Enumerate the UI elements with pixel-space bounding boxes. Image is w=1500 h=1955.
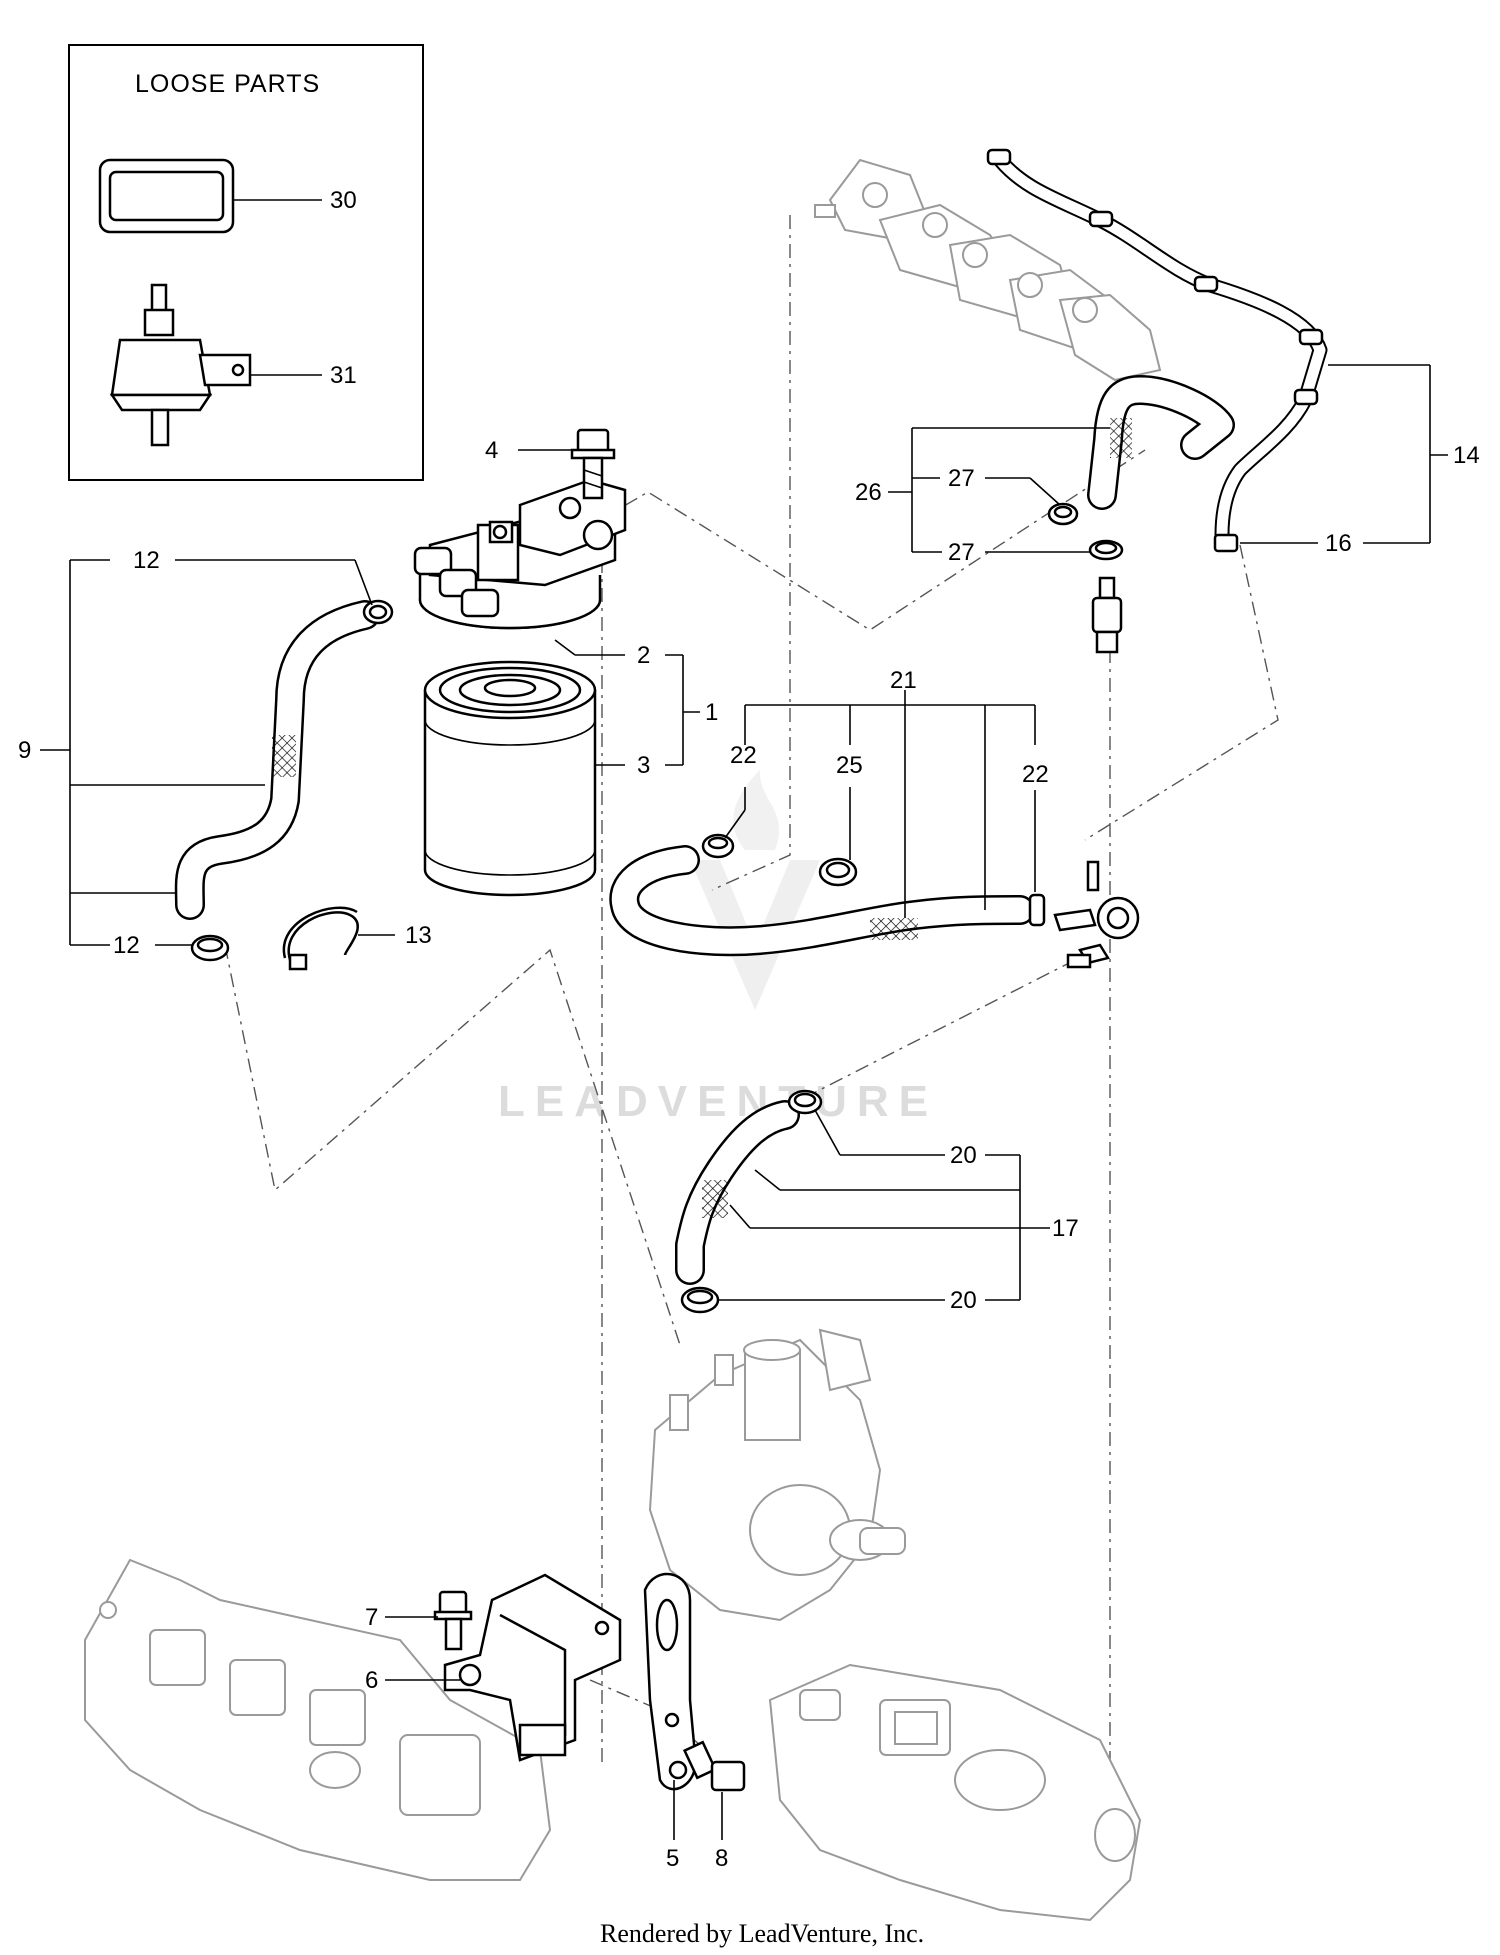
- filter-head-part-2[interactable]: [413, 478, 627, 630]
- callout-4: 4: [485, 437, 498, 464]
- callout-20-bottom: 20: [950, 1287, 977, 1314]
- loose-parts-box: [68, 44, 424, 481]
- callout-14: 14: [1453, 442, 1480, 469]
- intake-manifold-right: [768, 1663, 1142, 1922]
- hose-part-26[interactable]: [1087, 375, 1235, 510]
- fitting-part-16[interactable]: [1213, 533, 1239, 553]
- callout-27-bottom: 27: [948, 539, 975, 566]
- callout-30: 30: [330, 187, 357, 214]
- bolt-part-4[interactable]: [570, 428, 616, 500]
- callout-22-left: 22: [730, 742, 757, 769]
- bracket-part-6[interactable]: [443, 1573, 622, 1762]
- callout-27-top: 27: [948, 465, 975, 492]
- gasket-part-30[interactable]: [98, 158, 322, 234]
- inline-filter-part-31[interactable]: [109, 283, 322, 447]
- clamp-part-12-top[interactable]: [362, 599, 394, 625]
- clamp-part-25[interactable]: [818, 857, 858, 887]
- callout-labels: 30 31 4 12 12 9 2 1 3 13 14 26 27 27 16 …: [18, 187, 1480, 1872]
- callout-31: 31: [330, 362, 357, 389]
- clamp-part-12-bottom[interactable]: [190, 934, 230, 962]
- band-clamp-part-13[interactable]: [282, 906, 359, 971]
- injection-pump: [648, 1328, 906, 1622]
- clamp-part-20-bottom[interactable]: [680, 1286, 720, 1314]
- callout-13: 13: [405, 922, 432, 949]
- footer-credit: Rendered by LeadVenture, Inc.: [600, 1919, 924, 1948]
- clamp-part-22-right[interactable]: [1028, 893, 1046, 927]
- tee-fitting: [1053, 860, 1140, 969]
- fuel-rail-assembly: [814, 158, 1162, 382]
- callout-9: 9: [18, 737, 31, 764]
- callout-20-top: 20: [950, 1142, 977, 1169]
- watermark-text: LEADVENTURE: [498, 1077, 938, 1126]
- callout-16: 16: [1325, 530, 1352, 557]
- clamp-part-27-bottom[interactable]: [1088, 539, 1124, 561]
- callout-12-top: 12: [133, 547, 160, 574]
- callout-2: 2: [637, 642, 650, 669]
- callout-12-bottom: 12: [113, 932, 140, 959]
- hose-part-9[interactable]: [174, 600, 380, 920]
- loose-parts-title: LOOSE PARTS: [135, 70, 320, 98]
- clamp-part-22-left[interactable]: [701, 833, 735, 859]
- filter-cartridge-part-3[interactable]: [423, 660, 597, 897]
- callout-17: 17: [1052, 1215, 1079, 1242]
- callout-26: 26: [855, 479, 882, 506]
- callout-25: 25: [836, 752, 863, 779]
- watermark-logo: [690, 770, 820, 1010]
- callout-5: 5: [666, 1845, 679, 1872]
- intake-manifold-left: [84, 1558, 552, 1881]
- hose-part-17[interactable]: [675, 1100, 800, 1285]
- callout-22-right: 22: [1022, 761, 1049, 788]
- bolt-part-7[interactable]: [433, 1590, 473, 1651]
- hose-part-21[interactable]: [609, 845, 1035, 957]
- callout-3: 3: [637, 752, 650, 779]
- quick-connector: [1091, 576, 1123, 654]
- clamp-part-20-top[interactable]: [787, 1089, 823, 1115]
- connection-lines: [224, 215, 1279, 1890]
- callout-1: 1: [705, 699, 718, 726]
- callout-8: 8: [715, 1845, 728, 1872]
- clamp-part-27-top[interactable]: [1047, 502, 1079, 526]
- callout-6: 6: [365, 1667, 378, 1694]
- callout-21: 21: [890, 667, 917, 694]
- callout-7: 7: [365, 1604, 378, 1631]
- leader-lines: [40, 364, 1448, 1840]
- bolt-part-8[interactable]: [682, 1740, 746, 1792]
- return-line-part-14[interactable]: [986, 148, 1328, 543]
